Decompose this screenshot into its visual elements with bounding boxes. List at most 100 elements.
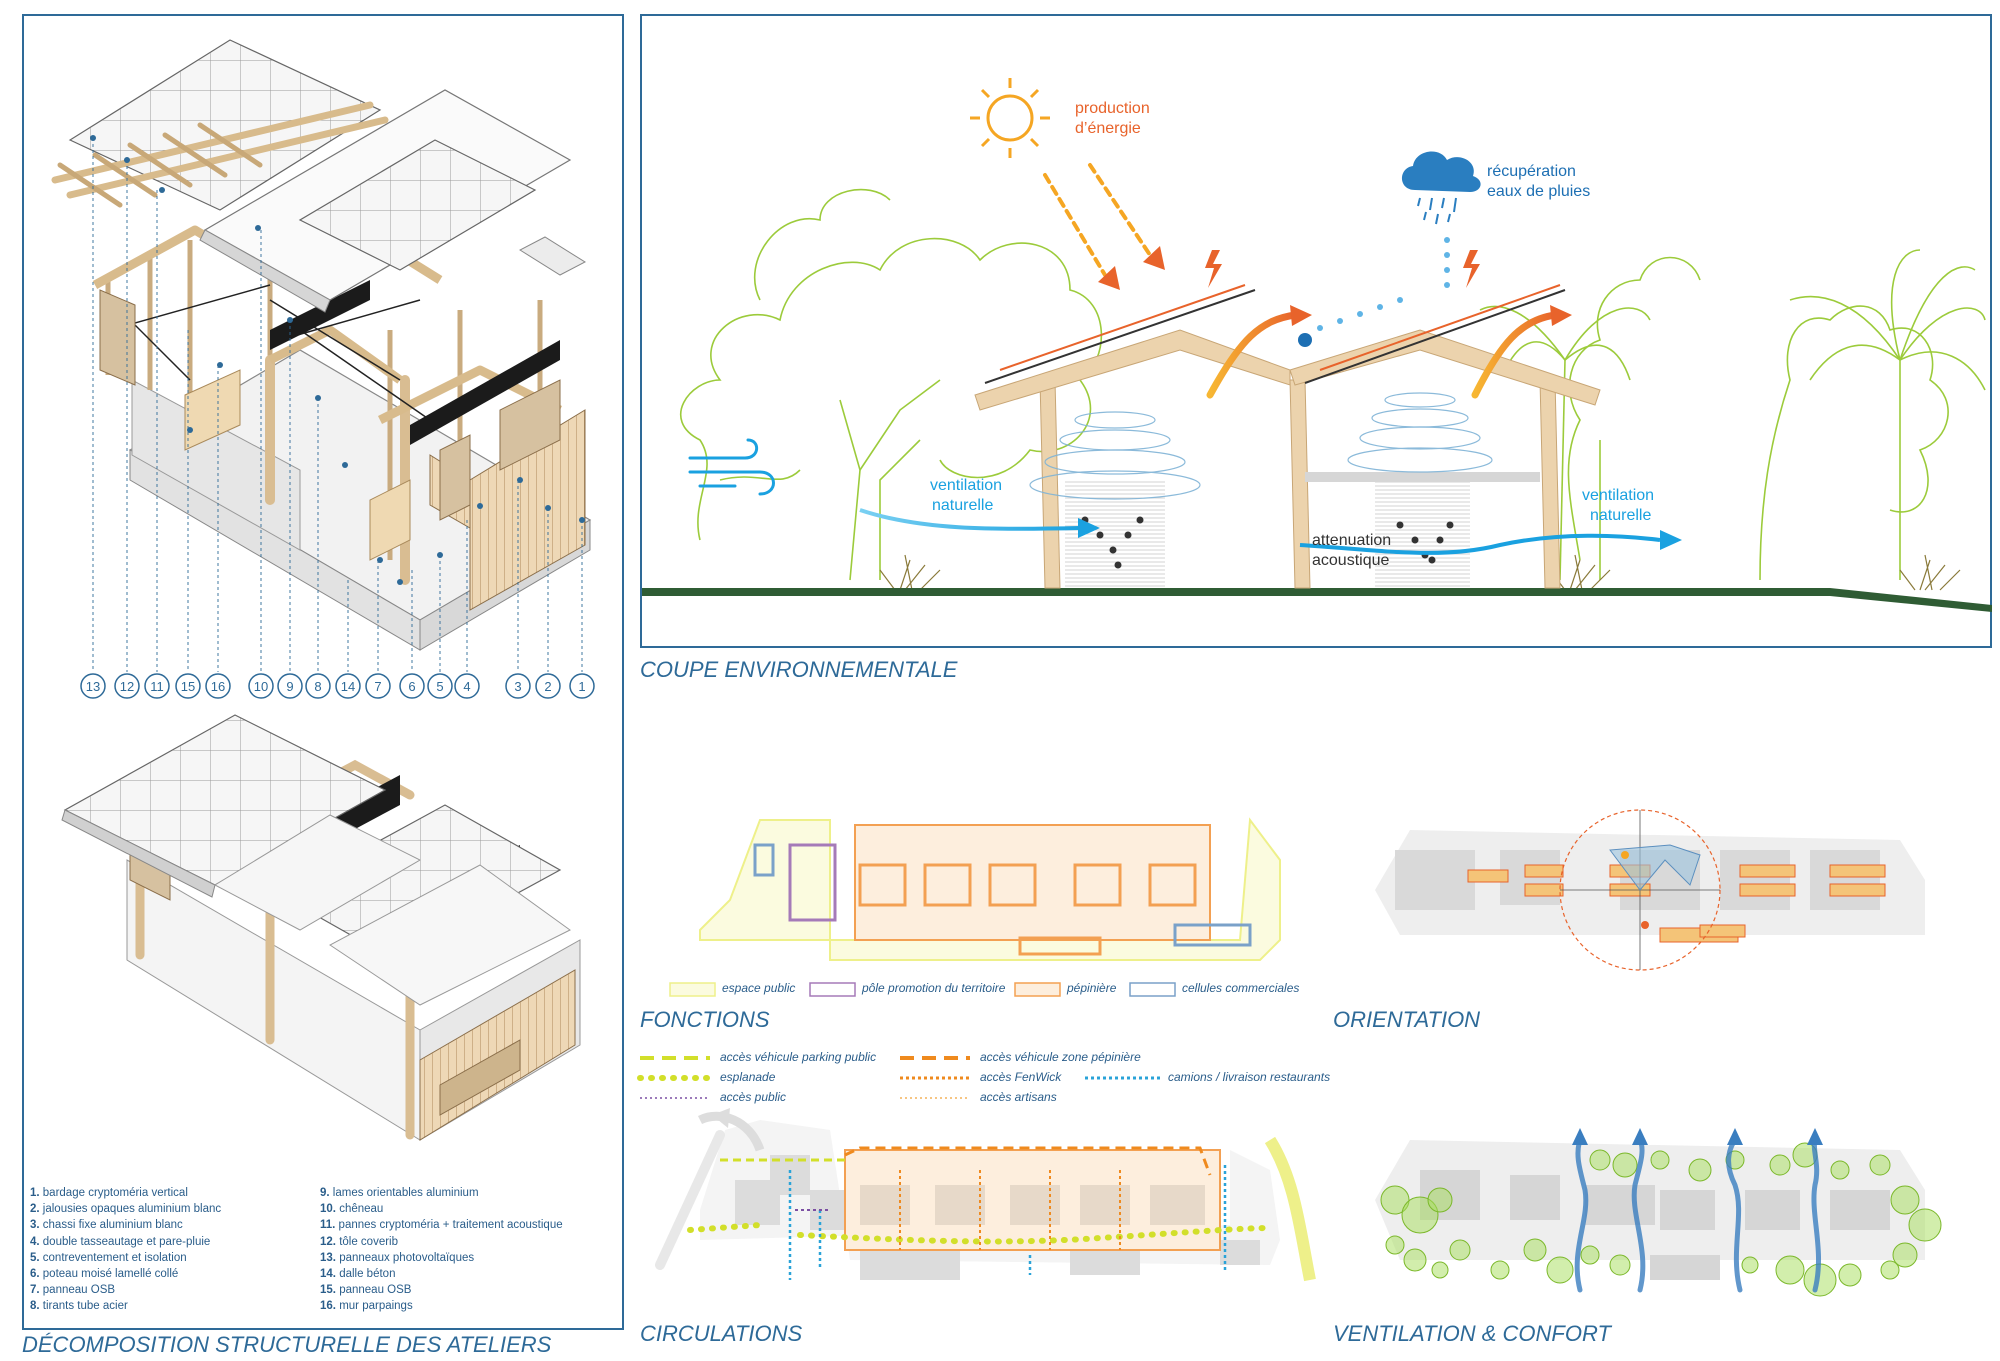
component-legend-item: 6. poteau moisé lamellé collé: [30, 1266, 221, 1282]
sun-icon: [970, 78, 1050, 158]
component-legend-item: 10. chêneau: [320, 1201, 563, 1217]
component-bubble-label: 15: [181, 679, 195, 694]
component-bubble: [335, 673, 361, 699]
component-label: tôle coverib: [336, 1235, 399, 1248]
component-legend-item: 3. chassi fixe aluminium blanc: [30, 1217, 221, 1233]
component-label: chêneau: [336, 1203, 384, 1216]
fonctions-legend-pole: pôle promotion du territoire: [862, 981, 1006, 995]
component-bubble: [144, 673, 170, 699]
component-legend-item: 14. dalle béton: [320, 1266, 563, 1282]
rain-callout-line2: eaux de pluies: [1487, 183, 1590, 200]
component-number: 5.: [30, 1251, 40, 1264]
component-number: 12.: [320, 1235, 336, 1248]
component-label: mur parpaings: [336, 1300, 413, 1313]
wind-icon: [688, 438, 775, 496]
component-bubble: [535, 673, 561, 699]
structure-heading: DÉCOMPOSITION STRUCTURELLE DES ATELIERS: [22, 1332, 552, 1357]
circ-legend-pepiniere: accès véhicule zone pépinière: [980, 1050, 1141, 1064]
component-bubble-label: 14: [341, 679, 355, 694]
circ-legend-fenwick: accès FenWick: [980, 1070, 1062, 1084]
fonctions-legend-swatches: [669, 982, 1176, 997]
component-bubble: [80, 673, 106, 699]
rain-callout-line1: récupération: [1487, 163, 1576, 180]
component-number: 7.: [30, 1284, 40, 1297]
ventilation-heading: VENTILATION & CONFORT: [1333, 1321, 1611, 1346]
assembled-axonometric: [61, 714, 581, 1141]
circ-legend-camions: camions / livraison restaurants: [1168, 1070, 1331, 1084]
circ-legend-artisans: accès artisans: [980, 1090, 1057, 1104]
component-bubble: [454, 673, 480, 699]
circulations-plan: [655, 1108, 1316, 1282]
component-bubble: [399, 673, 425, 699]
energy-callout-line2: d’énergie: [1075, 120, 1141, 137]
circ-legend-parking: accès véhicule parking public: [720, 1050, 877, 1064]
component-legend-item: 5. contreventement et isolation: [30, 1250, 221, 1266]
component-legend-item: 2. jalousies opaques aluminium blanc: [30, 1201, 221, 1217]
component-label: panneau OSB: [39, 1284, 116, 1297]
component-number: 11.: [320, 1219, 336, 1232]
energy-callout-line1: production: [1075, 100, 1150, 117]
component-legend-item: 7. panneau OSB: [30, 1282, 221, 1298]
component-legend-item: 9. lames orientables aluminium: [320, 1185, 563, 1201]
acoustic-line1: attenuation: [1312, 532, 1391, 549]
component-label: contreventement et isolation: [39, 1251, 187, 1264]
circulation-legend-lines: [637, 1056, 1160, 1099]
vent-left-line1: ventilation: [930, 477, 1002, 494]
component-label: chassi fixe aluminium blanc: [39, 1219, 183, 1232]
orientation-heading: ORIENTATION: [1333, 1007, 1481, 1032]
component-bubble-label: 5: [436, 679, 443, 694]
component-bubble-label: 16: [211, 679, 225, 694]
component-bubble-label: 8: [314, 679, 321, 694]
component-bubble: [248, 673, 274, 699]
component-number: 4.: [30, 1235, 40, 1248]
section-panel: [640, 14, 1992, 648]
component-bubble-label: 12: [120, 679, 134, 694]
component-bubble-label: 9: [286, 679, 293, 694]
lightning-icon: [1463, 250, 1480, 288]
structure-panel: [22, 14, 624, 1330]
component-legend-item: 12. tôle coverib: [320, 1234, 563, 1250]
ventilation-plan: [1375, 1128, 1942, 1297]
component-label: bardage cryptoméria vertical: [39, 1187, 188, 1199]
component-number: 6.: [30, 1268, 40, 1281]
component-number: 9.: [320, 1187, 330, 1199]
component-legend-item: 4. double tasseautage et pare-pluie: [30, 1234, 221, 1250]
fonctions-plan: [699, 817, 1281, 961]
lightning-icon: [1205, 250, 1222, 288]
component-legend-item: 16. mur parpaings: [320, 1298, 563, 1314]
component-number: 1.: [30, 1187, 40, 1199]
component-bubble-label: 7: [374, 679, 381, 694]
component-label: poteau moisé lamellé collé: [39, 1268, 179, 1281]
vent-left-line2: naturelle: [932, 497, 993, 514]
component-bubble: [305, 673, 331, 699]
component-bubble-label: 1: [578, 679, 585, 694]
fonctions-heading: FONCTIONS: [640, 1007, 770, 1032]
vent-right-line1: ventilation: [1582, 487, 1654, 504]
section-callouts: production d’énergie récupération eaux d…: [930, 100, 1654, 569]
component-bubble-label: 13: [86, 679, 100, 694]
component-number: 3.: [30, 1219, 40, 1232]
component-number: 15.: [320, 1284, 336, 1297]
component-bubble-label: 11: [150, 679, 164, 694]
orientation-plan: [1375, 809, 1925, 971]
component-legend-item: 11. pannes cryptoméria + traitement acou…: [320, 1217, 563, 1233]
component-bubble-label: 2: [544, 679, 551, 694]
component-bubble: [569, 673, 595, 699]
component-label: panneau OSB: [336, 1284, 412, 1297]
component-bubble: [365, 673, 391, 699]
component-number: 10.: [320, 1203, 336, 1216]
component-number: 13.: [320, 1251, 336, 1264]
component-label: lames orientables aluminium: [329, 1187, 479, 1199]
fonctions-legend-cellules: cellules commerciales: [1182, 981, 1300, 995]
component-bubble-label: 4: [463, 679, 470, 694]
component-legend-item: 1. bardage cryptoméria vertical: [30, 1185, 221, 1201]
component-legend-item: 13. panneaux photovoltaïques: [320, 1250, 563, 1266]
circ-legend-esplanade: esplanade: [720, 1070, 776, 1084]
component-number: 2.: [30, 1203, 40, 1216]
component-number: 16.: [320, 1300, 336, 1313]
component-bubble: [114, 673, 140, 699]
